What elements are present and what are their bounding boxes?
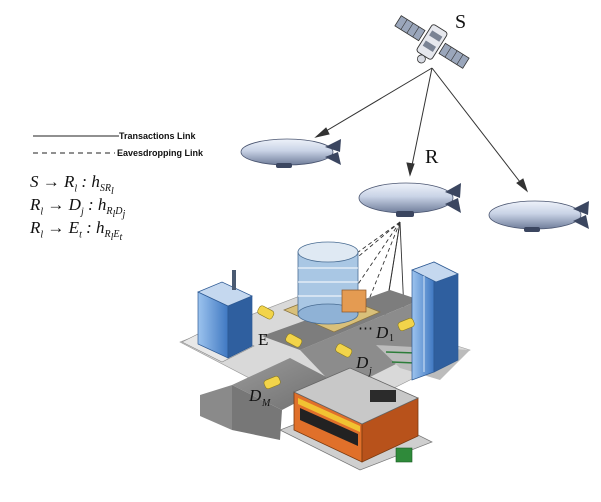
satellite-links <box>314 67 529 193</box>
relay-airship-icon <box>358 182 461 217</box>
ellipsis-label: ⋯ <box>358 321 373 337</box>
destination-1-subscript: 1 <box>389 333 394 344</box>
taxi-icon <box>285 333 303 348</box>
relay-label: R <box>425 146 439 168</box>
taxi-icon <box>257 305 275 320</box>
legend-eavesdropping-text: Eavesdropping Link <box>117 148 204 158</box>
satellite-label: S <box>455 11 466 33</box>
legend-transactions-text: Transactions Link <box>119 131 197 141</box>
store-building-icon <box>279 367 433 471</box>
eavesdropper-label: E <box>258 330 268 349</box>
taxi-icon <box>397 317 415 332</box>
skyscraper-icon <box>411 261 459 381</box>
office-building-icon <box>181 270 255 363</box>
taxi-icon <box>263 375 281 390</box>
destination-m-subscript: M <box>261 398 271 409</box>
destination-1-label: D <box>375 323 389 342</box>
airship-icon <box>240 138 341 168</box>
equation-source-relay: S → Rl : hSRl <box>30 172 114 198</box>
destination-j-label: D <box>355 353 369 372</box>
legend: Transactions Link Eavesdropping Link <box>33 131 204 158</box>
destination-m-label: D <box>248 386 262 405</box>
airship-icon <box>488 200 589 232</box>
taxi-icon <box>335 343 353 358</box>
destination-j-subscript: j <box>367 366 372 377</box>
round-tower-icon <box>283 241 381 333</box>
equation-relay-destination: Rl → Dj : hRlDj <box>30 195 126 221</box>
satellite-icon <box>394 15 470 69</box>
equation-relay-eavesdropper: Rl → Et : hRlEt <box>30 218 123 244</box>
